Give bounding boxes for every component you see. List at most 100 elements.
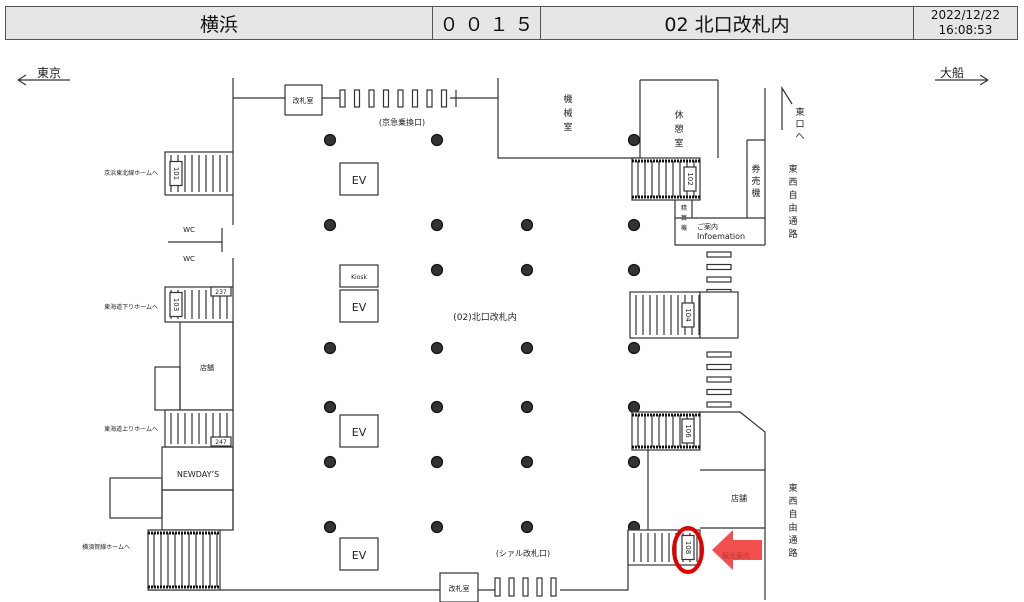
elevator[interactable]: EV (339, 289, 379, 323)
label: 店舗 (200, 363, 214, 372)
escalator-number: 101 (172, 167, 180, 180)
corridor-label: 西 (788, 177, 797, 188)
pillar-icon (520, 341, 534, 355)
pillar-icon (430, 520, 444, 534)
escalator-number: 108 (684, 541, 692, 554)
ticket-gate[interactable] (522, 577, 529, 597)
ticket-gate[interactable] (508, 577, 515, 597)
area-name: 02 北口改札内 (541, 7, 914, 39)
time: 16:08:53 (938, 23, 993, 37)
pillar-icon (430, 400, 444, 414)
ticket-office-bottom (439, 572, 479, 602)
svg-text:EV: EV (352, 549, 367, 562)
label: 械 (563, 107, 572, 119)
highlight-circle (672, 526, 704, 574)
label: 室 (563, 121, 572, 133)
platform-label: 東海道上りホームへ (104, 425, 158, 433)
platform-label: 京浜東北線ホームへ (104, 169, 158, 177)
wc-label: WC (183, 226, 195, 234)
pillar-icon (520, 455, 534, 469)
east-exit-arrow-icon (781, 85, 793, 130)
escalator-number: 104 (684, 308, 692, 322)
gate-keikyu: (京急乗換口) (379, 117, 425, 127)
ticket-gate[interactable] (353, 89, 361, 108)
svg-text:EV: EV (352, 174, 367, 187)
pillar-icon (520, 520, 534, 534)
label: Kiosk (351, 274, 367, 281)
ticket-gate[interactable] (339, 89, 346, 108)
stair-number: 247 (215, 439, 227, 446)
ticket-gate[interactable] (494, 577, 501, 597)
ticket-gate[interactable] (536, 577, 543, 597)
pillar-icon (520, 263, 534, 277)
ticket-gate[interactable] (382, 89, 390, 108)
shop-right: 店舗 (731, 493, 747, 503)
pillar-icon (520, 218, 534, 232)
station-code: ０ ０ １ ５ (433, 7, 541, 39)
tourist-info-label: 観光案内 (722, 551, 750, 560)
info-label: ご案内 (697, 222, 718, 231)
escalator-number: 103 (172, 298, 180, 311)
label: 売 (751, 175, 760, 187)
pillar-icon (627, 400, 641, 414)
escalator-x[interactable] (147, 529, 221, 591)
pillar-icon (323, 520, 337, 534)
pillar-icon (323, 218, 337, 232)
wc-label: WC (183, 255, 195, 263)
corridor-label: 路 (788, 547, 797, 559)
corridor-label: 由 (788, 521, 797, 533)
timestamp: 2022/12/22 16:08:53 (914, 7, 1017, 39)
svg-text:EV: EV (352, 301, 367, 314)
label: 精 (681, 204, 687, 212)
label: 室 (674, 137, 683, 149)
ticket-gate[interactable] (411, 89, 419, 108)
pillar-icon (627, 341, 641, 355)
ticket-gate[interactable] (397, 89, 404, 108)
escalator-104[interactable]: 104 (629, 291, 701, 339)
corridor-label: 東 (788, 482, 797, 494)
pillar-icon (627, 133, 641, 147)
corridor-label: 西 (788, 496, 797, 507)
pillar-icon (430, 218, 444, 232)
corridor-label: 通 (788, 535, 797, 546)
ticket-gate[interactable] (426, 89, 433, 108)
escalator-108[interactable]: 108 (627, 529, 701, 566)
label: 機 (681, 224, 687, 232)
label: 口 (795, 120, 804, 130)
kiosk (339, 264, 379, 288)
label: 機 (563, 93, 572, 105)
label: 憩 (674, 123, 683, 135)
ticket-gate[interactable] (440, 89, 448, 108)
date: 2022/12/22 (930, 8, 1001, 22)
escalator-101[interactable]: 101 (164, 151, 234, 196)
elevator[interactable]: EV (339, 537, 379, 571)
gate-main: (02)北口改札内 (453, 311, 516, 323)
ticket-gate[interactable] (550, 577, 557, 597)
corridor-label: 通 (788, 216, 797, 227)
label: 改札室 (449, 584, 470, 593)
escalator-106[interactable]: 106 (631, 411, 701, 451)
corridor-label: 自 (788, 189, 797, 201)
label: へ (795, 132, 804, 142)
elevator[interactable]: EV (339, 414, 379, 448)
stair-number: 237 (215, 289, 227, 296)
label: 休 (674, 109, 683, 121)
label: 機 (751, 187, 760, 199)
label: 東 (795, 106, 804, 118)
info-label-en: Infoemation (697, 232, 745, 241)
elevator[interactable]: EV (339, 162, 379, 196)
pillar-icon (627, 455, 641, 469)
label: 改札室 (293, 96, 314, 105)
ticket-gate[interactable] (368, 89, 375, 108)
pillar-icon (430, 455, 444, 469)
pillar-icon (323, 455, 337, 469)
corridor-label: 東 (788, 163, 797, 175)
header-bar: 横浜 ０ ０ １ ５ 02 北口改札内 2022/12/22 16:08:53 (5, 6, 1018, 40)
tokyo-arrow-icon (17, 74, 70, 86)
ofuna-arrow-icon (935, 74, 989, 86)
pillar-icon (323, 341, 337, 355)
pillar-icon (430, 341, 444, 355)
escalator-102[interactable]: 102 (631, 157, 701, 201)
pillar-icon (323, 133, 337, 147)
svg-text:EV: EV (352, 426, 367, 439)
